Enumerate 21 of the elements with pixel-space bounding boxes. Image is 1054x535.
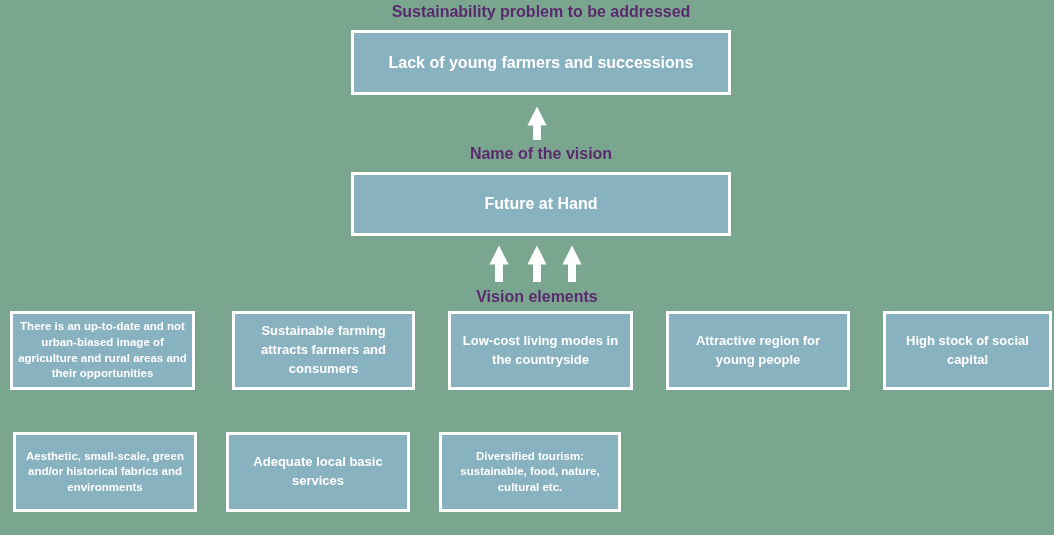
vision-element-box bbox=[13, 432, 197, 512]
vision-element-box bbox=[232, 311, 415, 390]
heading-text: Sustainability problem to be addressed bbox=[391, 3, 691, 21]
box-text: There is an up-to-date and not urban-biased image of agriculture and rural areas and their opportunities bbox=[17, 319, 188, 381]
box-text: Lack of young farmers and successions bbox=[387, 52, 695, 73]
vision-element-box bbox=[883, 311, 1052, 390]
box-text: Aesthetic, small-scale, green and/or historical fabrics and environments bbox=[25, 448, 185, 495]
box-text: Adequate local basic services bbox=[252, 453, 384, 490]
vision-element-box bbox=[448, 311, 633, 390]
box-text: Future at Hand bbox=[483, 194, 599, 215]
vision-element-box bbox=[439, 432, 621, 512]
vision-element-box bbox=[666, 311, 850, 390]
box-text: Sustainable farming attracts farmers and consumers bbox=[260, 322, 387, 378]
box-text: Attractive region for young people bbox=[694, 331, 822, 369]
box-text: Low-cost living modes in the countryside bbox=[461, 331, 620, 369]
vision-element-box bbox=[10, 311, 195, 390]
heading-text: Name of the vision bbox=[469, 145, 613, 163]
box-text: High stock of social capital bbox=[905, 331, 1030, 369]
section-heading: Vision elements bbox=[476, 287, 598, 308]
vision-element-box bbox=[226, 432, 410, 512]
box-text: Diversified tourism: sustainable, food, nature, cultural etc. bbox=[459, 448, 601, 495]
